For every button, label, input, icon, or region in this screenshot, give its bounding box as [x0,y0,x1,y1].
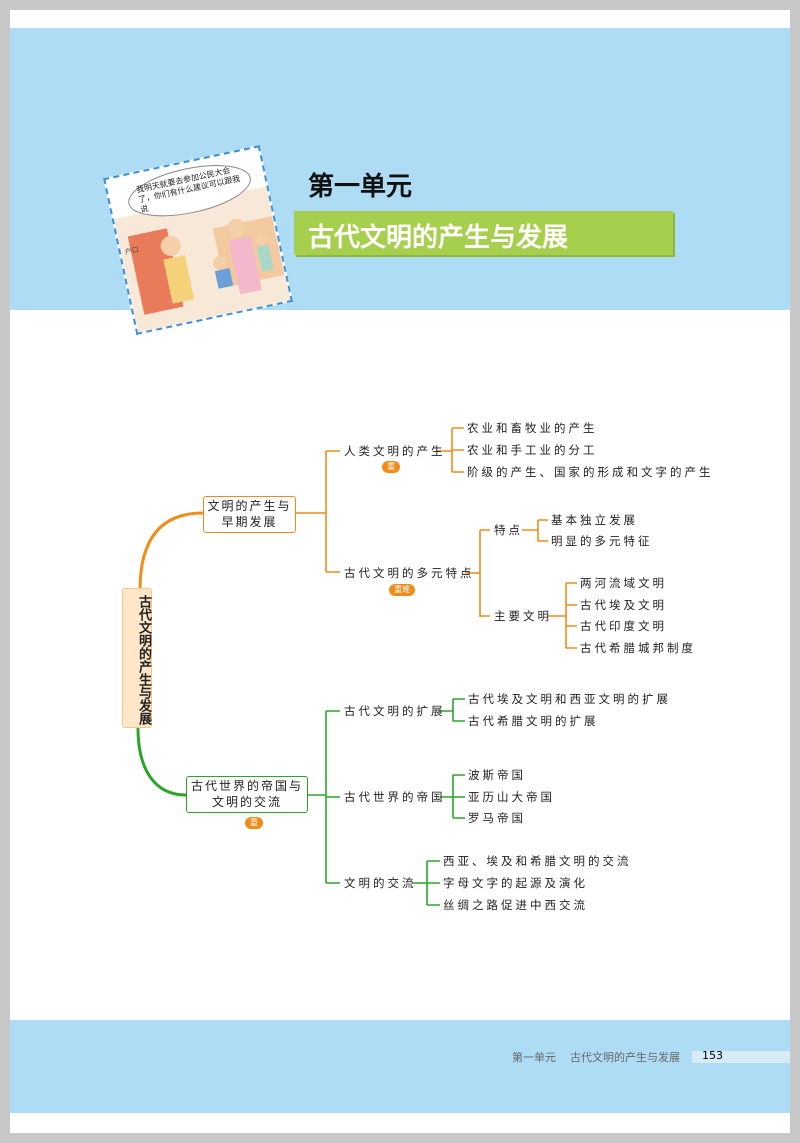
node-label: 古代文明的多元特点 [344,566,475,580]
branch2-node: 古代世界的帝国与 文明的交流 [186,776,308,813]
leaf: 农业和畜牧业的产生 [467,421,598,435]
leaf: 阶级的产生、国家的形成和文字的产生 [467,465,714,479]
comic-illustration [113,165,293,335]
leaf: 古代印度文明 [580,619,667,633]
branch1-node: 文明的产生与 早期发展 [203,496,296,533]
leaf: 丝绸之路促进中西交流 [443,898,588,912]
node-label: 特点 [494,523,523,537]
key-difficult-badge: 重难 [389,584,415,596]
branch2-line2: 文明的交流 [211,795,282,809]
leaf: 西亚、埃及和希腊文明的交流 [443,854,632,868]
node-label: 主要文明 [494,609,552,623]
mindmap-root: 古代文明的产生与发展 [122,588,152,728]
branch1-line2: 早期发展 [221,515,278,529]
leaf: 字母文字的起源及演化 [443,876,588,890]
node-label: 古代文明的扩展 [344,704,446,718]
branch2-line1: 古代世界的帝国与 [190,779,303,793]
leaf: 罗马帝国 [468,811,526,825]
title-bar: 古代文明的产生与发展 [294,211,673,255]
unit-title: 古代文明的产生与发展 [308,223,569,253]
leaf: 古代埃及文明 [580,598,667,612]
leaf: 亚历山大帝国 [468,790,555,804]
key-badge: 重 [245,817,263,829]
footer-title: 古代文明的产生与发展 [570,1051,680,1064]
leaf: 基本独立发展 [551,513,638,527]
leaf: 明显的多元特征 [551,534,653,548]
node-label: 人类文明的产生 [344,444,446,458]
footer-band [10,1020,790,1113]
leaf: 农业和手工业的分工 [467,443,598,457]
node-label: 文明的交流 [344,876,417,890]
leaf: 波斯帝国 [468,768,526,782]
node-label: 古代世界的帝国 [344,790,446,804]
page-number-tab [692,1051,790,1063]
leaf: 古代埃及文明和西亚文明的扩展 [468,692,671,706]
illustration-card: 我明天就要去参加公民大会了，你们有什么建议可以跟我说 户口 [103,145,293,335]
leaf: 两河流域文明 [580,576,667,590]
leaf: 古代希腊文明的扩展 [468,714,599,728]
key-badge: 重 [382,461,400,473]
leaf: 古代希腊城邦制度 [580,641,696,655]
branch1-line1: 文明的产生与 [207,499,292,513]
footer-unit: 第一单元 [512,1051,556,1064]
page-number: 153 [702,1049,723,1062]
unit-label: 第一单元 [308,172,413,202]
